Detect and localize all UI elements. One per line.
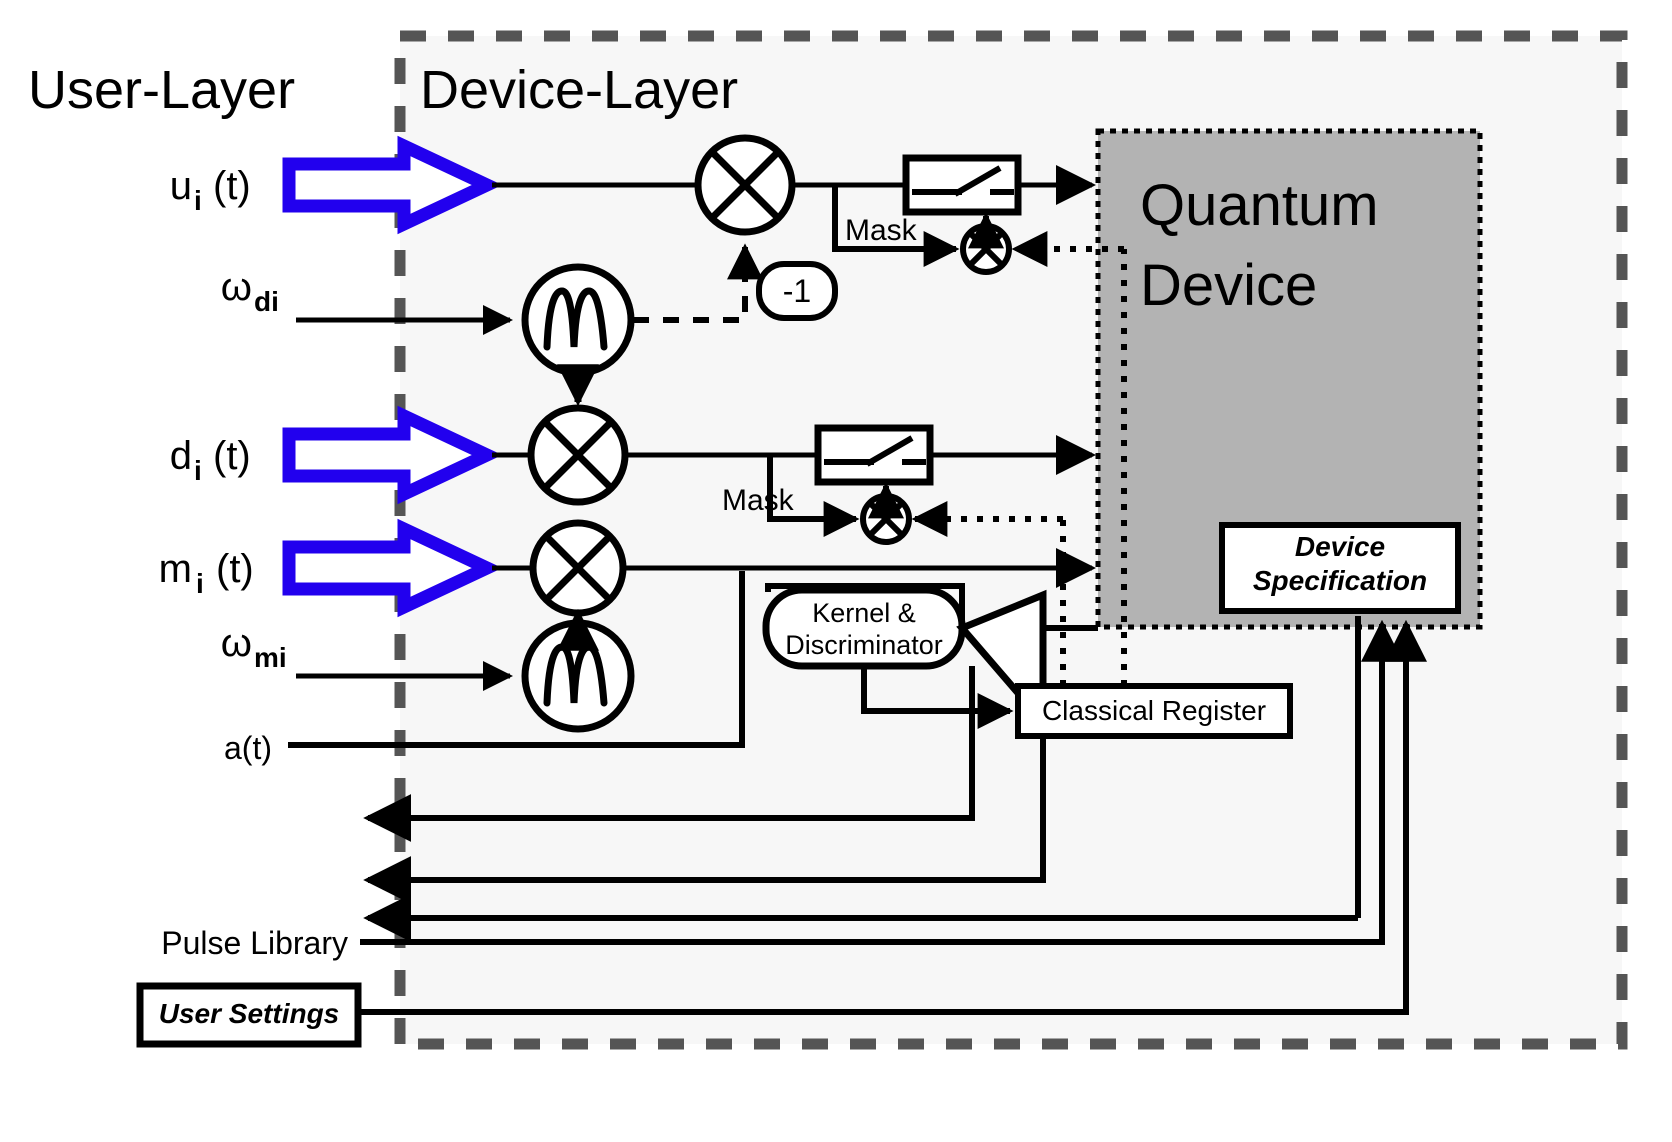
- device-specification-label-line2: Specification: [1253, 565, 1427, 596]
- device-layer-title: Device-Layer: [420, 60, 738, 120]
- pulse-library-label: Pulse Library: [161, 925, 348, 961]
- signal-label-wm-base: ω: [221, 621, 252, 665]
- user-settings-label: User Settings: [159, 998, 340, 1029]
- wire-a-to-m-line: [288, 571, 745, 748]
- device-specification-label-line1: Device: [1295, 531, 1385, 562]
- input-arrow-d: [282, 405, 503, 505]
- kernel-discriminator-block: Kernel & Discriminator: [762, 586, 966, 670]
- input-arrow-m: [282, 518, 503, 618]
- wire-acquire-into-amplifier: [765, 583, 965, 624]
- wire-kernel-to-register: [861, 666, 1014, 729]
- mixer-x-icon-u: [694, 134, 796, 236]
- mixer-x-icon-mask-lower: [860, 493, 912, 545]
- mixer-x-icon-mask-upper: [960, 223, 1012, 275]
- signal-label-u-sub: i: [194, 185, 202, 216]
- device-layer-boundary: [394, 30, 1628, 1050]
- kernel-label-line1: Kernel &: [812, 598, 916, 628]
- wire-user-settings-to-device-spec: [358, 619, 1427, 1015]
- switch-icon-u: [902, 154, 1022, 216]
- quantum-device-label-line1: Quantum: [1140, 173, 1379, 238]
- wire-mask-upper: [832, 185, 960, 267]
- input-arrow-u: [282, 135, 503, 235]
- oscillator-sine-icon-m: [521, 619, 635, 733]
- mixer-x-icon-d: [527, 404, 629, 506]
- user-layer-title: User-Layer: [28, 60, 295, 120]
- signal-label-wd-sub: di: [254, 286, 279, 317]
- signal-label-a: a(t): [224, 730, 272, 766]
- signal-label-m-tail: (t): [216, 547, 254, 591]
- signal-label-m-sub: i: [196, 568, 204, 599]
- mask-label-lower: Mask: [722, 484, 795, 517]
- oscillator-sine-icon-d: [521, 263, 635, 377]
- classical-register-block: Classical Register: [1015, 683, 1293, 739]
- negate-label: -1: [783, 273, 811, 309]
- wire-return-register-results: [363, 736, 1046, 904]
- signal-label-d-tail: (t): [213, 434, 251, 478]
- classical-register-label: Classical Register: [1042, 695, 1266, 726]
- signal-label-wm-sub: mi: [254, 642, 287, 673]
- kernel-label-line2: Discriminator: [785, 630, 943, 660]
- wire-pulse-library-to-device-spec: [360, 619, 1403, 945]
- mixer-x-icon-m: [529, 519, 627, 617]
- signal-label-wd-base: ω: [221, 265, 252, 309]
- wire-return-kernel-results: [363, 666, 975, 842]
- signal-label-u-tail: (t): [213, 164, 251, 208]
- mask-label-upper: Mask: [845, 214, 918, 247]
- quantum-device-label-line2: Device: [1140, 253, 1317, 318]
- user-settings-block[interactable]: User Settings: [136, 982, 362, 1048]
- signal-label-d-base: d: [170, 434, 192, 478]
- switch-icon-d: [814, 424, 934, 486]
- signal-label-u-base: u: [170, 164, 192, 208]
- signal-label-m-base: m: [159, 547, 192, 591]
- wire-osc-d-dashed-to-mixer-u: [633, 243, 763, 323]
- device-specification-box: [1219, 522, 1461, 614]
- wire-mask-lower: [767, 455, 860, 537]
- negate-block: -1: [756, 261, 838, 321]
- signal-label-d-sub: i: [194, 455, 202, 486]
